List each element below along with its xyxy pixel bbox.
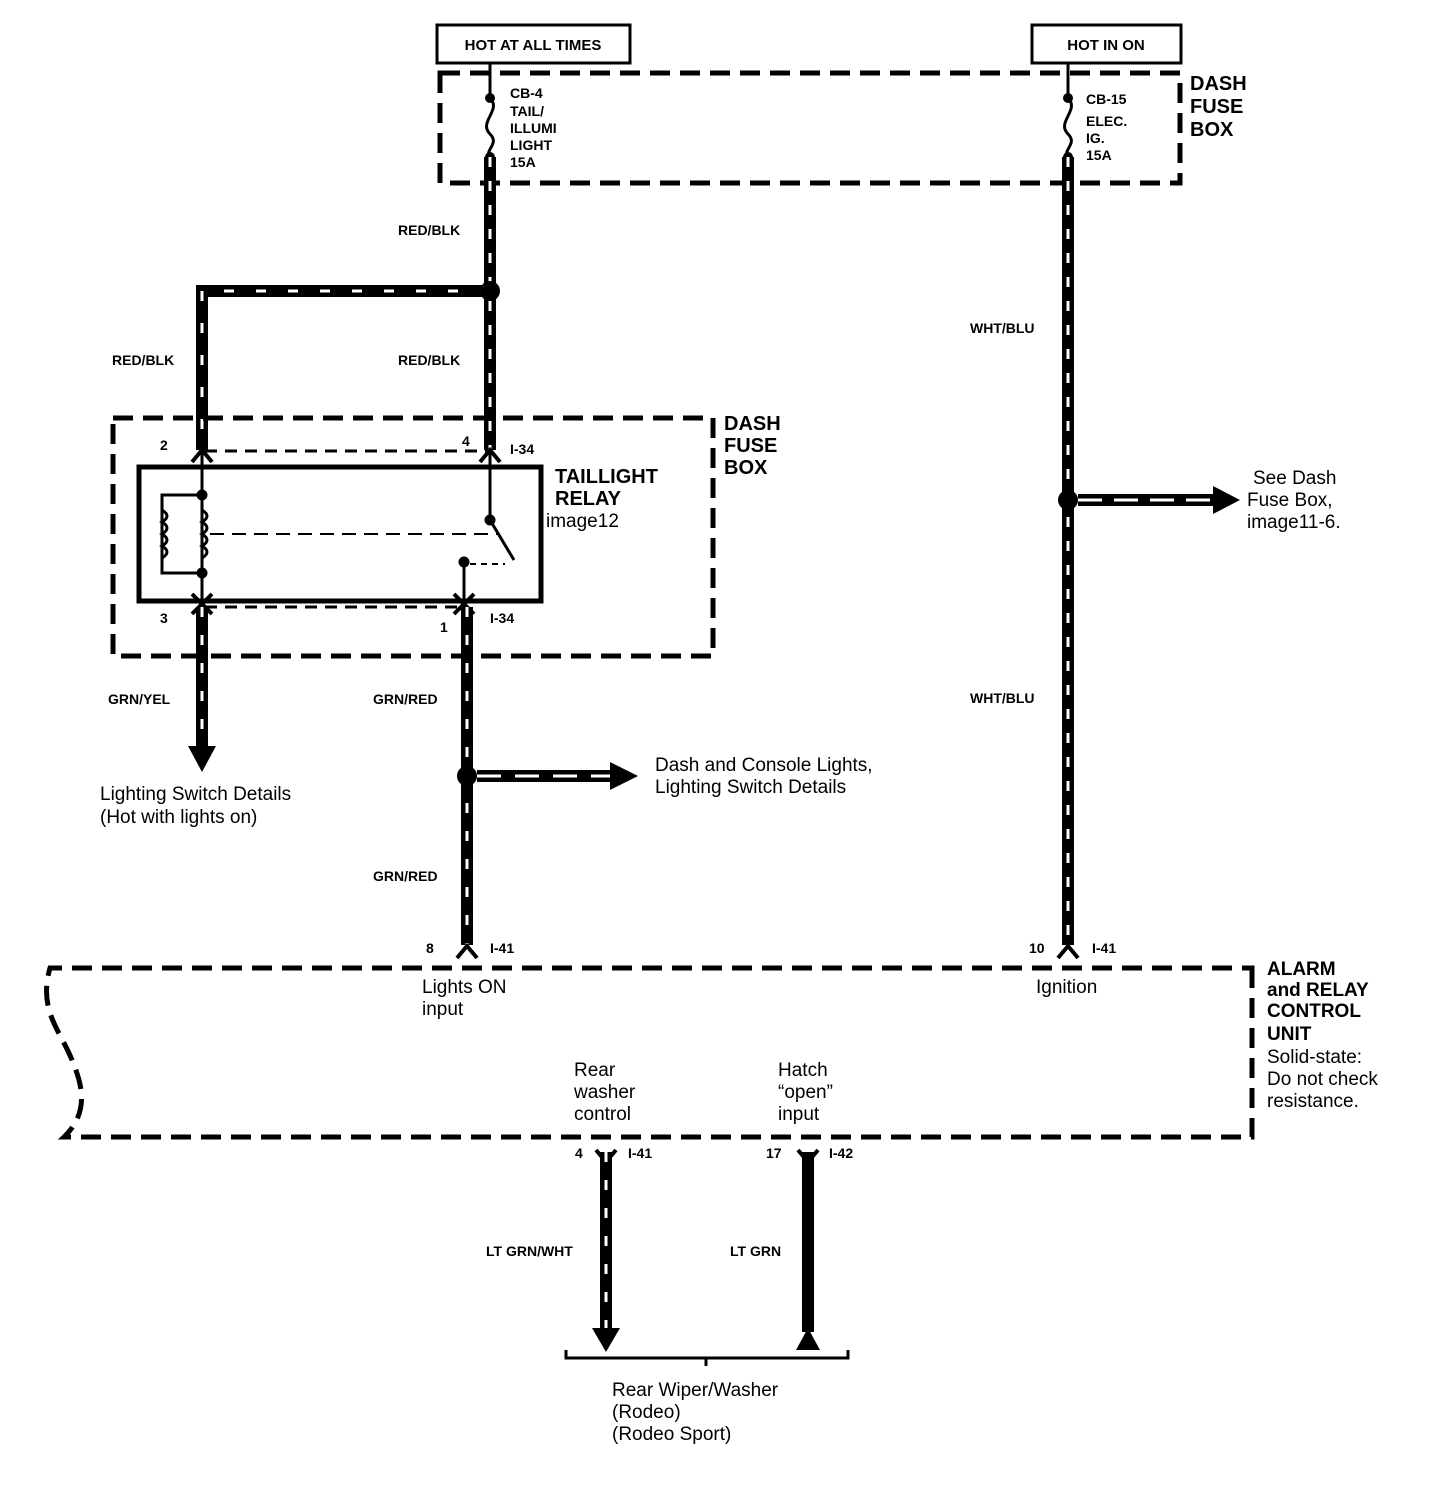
- svg-text:HOT IN ON: HOT IN ON: [1067, 37, 1145, 54]
- wire-label-grn-yel: GRN/YEL: [108, 691, 171, 707]
- wire-label-lt-grn: LT GRN: [730, 1243, 781, 1259]
- control-unit-pin-markers: [455, 942, 1080, 1166]
- pin-3: 3: [160, 610, 168, 626]
- wire-grn-yel: [188, 607, 216, 772]
- wire-lt-grn-wht: [592, 1152, 620, 1352]
- dash-fuse-box-relay-label: DASH FUSE BOX: [724, 413, 786, 479]
- rear-washer-control-label: Rear washer control: [573, 1060, 641, 1125]
- svg-text:HOT AT ALL TIMES: HOT AT ALL TIMES: [465, 37, 602, 54]
- conn-i34-top: I-34: [510, 441, 534, 457]
- pin-2: 2: [160, 437, 168, 453]
- wire-label-red-blk-mid: RED/BLK: [398, 352, 460, 368]
- taillight-relay-label: TAILLIGHT RELAY: [555, 466, 664, 510]
- wire-lt-grn: [796, 1152, 820, 1350]
- lights-on-input-label: Lights ON input: [422, 977, 512, 1020]
- ignition-label: Ignition: [1036, 977, 1097, 998]
- dash-fuse-box-top-label: DASH FUSE BOX: [1190, 73, 1252, 141]
- pin-1: 1: [440, 619, 448, 635]
- conn-i41-pin8: I-41: [490, 940, 514, 956]
- wire-label-wht-blu-upper: WHT/BLU: [970, 320, 1035, 336]
- pin-4-unit: 4: [575, 1145, 583, 1161]
- see-dash-fuse-box-ref: See Dash Fuse Box, image11-6.: [1247, 468, 1342, 533]
- fuse-cb4-icon: [485, 62, 495, 162]
- wire-label-red-blk-top: RED/BLK: [398, 222, 460, 238]
- alarm-relay-control-unit: [44, 965, 1255, 1140]
- wire-label-red-blk-left: RED/BLK: [112, 352, 174, 368]
- relay-coil-icon: [159, 450, 500, 607]
- hot-in-on-label: HOT IN ON: [1030, 23, 1183, 65]
- dash-fuse-box-top: [437, 70, 1183, 186]
- pin-10: 10: [1029, 940, 1045, 956]
- wire-label-wht-blu-lower: WHT/BLU: [970, 690, 1035, 706]
- fuse-cb4-label: CB-4 TAIL/ ILLUMI LIGHT 15A: [510, 85, 561, 170]
- rear-wiper-bracket: [564, 1350, 850, 1366]
- splice-red-blk: [480, 281, 500, 301]
- splice-wht-blu: [1058, 490, 1078, 510]
- dash-console-lights-ref: Dash and Console Lights, Lighting Switch…: [655, 755, 878, 798]
- wire-wht-blu-branch: [1078, 486, 1240, 514]
- wire-red-blk-branch: [196, 285, 490, 450]
- fuse-cb15-label: CB-15 ELEC. IG. 15A: [1086, 91, 1131, 163]
- wire-label-lt-grn-wht: LT GRN/WHT: [486, 1243, 573, 1259]
- rear-wiper-washer-label: Rear Wiper/Washer (Rodeo) (Rodeo Sport): [612, 1380, 783, 1445]
- pin-4: 4: [462, 433, 470, 449]
- hot-at-all-times-label: HOT AT ALL TIMES: [435, 23, 632, 65]
- conn-i42-pin17: I-42: [829, 1145, 853, 1161]
- pin-markers: [190, 446, 502, 616]
- conn-i41-pin4: I-41: [628, 1145, 652, 1161]
- fuse-cb15-icon: [1063, 62, 1073, 162]
- hatch-open-input-label: Hatch “open” input: [778, 1060, 838, 1125]
- pin-17: 17: [766, 1145, 782, 1161]
- conn-i41-pin10: I-41: [1092, 940, 1116, 956]
- pin-8: 8: [426, 940, 434, 956]
- wire-grn-red-branch: [477, 762, 638, 790]
- control-unit-note: Solid-state: Do not check resistance.: [1267, 1047, 1383, 1112]
- relay-switch-icon: [458, 450, 516, 607]
- conn-i34-bottom: I-34: [490, 610, 514, 626]
- taillight-relay: [136, 464, 544, 604]
- control-unit-title: ALARM and RELAY CONTROL UNIT: [1267, 959, 1374, 1045]
- splice-grn-red: [457, 766, 477, 786]
- dash-fuse-box-relay: [110, 415, 716, 659]
- wire-label-grn-red-lower: GRN/RED: [373, 868, 438, 884]
- wire-label-grn-red-upper: GRN/RED: [373, 691, 438, 707]
- taillight-relay-ref: image12: [546, 511, 619, 532]
- lighting-switch-ref: Lighting Switch Details (Hot with lights…: [100, 784, 296, 828]
